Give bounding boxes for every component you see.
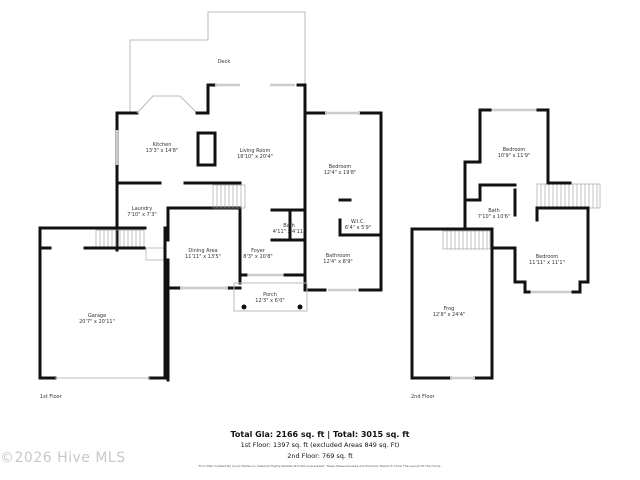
room-name: Porch [263,292,277,298]
room-size: 7'10" x 7'3" [127,212,156,218]
floor-label: 2nd Floor [411,394,435,400]
porch-column [241,304,247,310]
room-name: Garage [88,313,106,319]
room-size: 7'10" x 10'6" [478,214,511,220]
room-name: Laundry [132,206,152,212]
room-name: Frog [444,306,455,312]
first-floor-walls [38,83,383,382]
room-name: Foyer [251,248,266,254]
total-area: Total Gla: 2166 sq. ft | Total: 3015 sq.… [230,430,410,439]
room-name: Kitchen [153,142,172,148]
watermark: ©2026 Hive MLS [0,450,126,466]
stairs [95,183,601,261]
room-size: 12'4" x 8'9" [323,259,352,265]
room-name: Bedroom [503,147,526,153]
room-size: 12'4" x 19'8" [324,170,357,176]
deck-outline [129,11,306,113]
room-size: 10'9" x 11'9" [498,153,531,159]
room-name: Bedroom [329,164,352,170]
porch-column [297,304,303,310]
room-size: 12'8" x 24'4" [433,312,466,318]
room-labels: Deck Kitchen 13'3" x 14'8" Living Room 1… [40,59,565,400]
room-name: Deck [218,59,231,65]
room-size: 11'11" x 11'1" [529,260,565,266]
porch-outline [233,282,308,312]
disclaimer: Floor Plan Created By Cyrus Media Co. De… [198,464,442,468]
room-name: Bedroom [536,254,559,260]
room-size: 20'7" x 20'11" [79,319,115,325]
room-name: Living Room [240,148,271,154]
garage-walls [38,226,167,380]
floor-label: 1st Floor [40,394,63,400]
room-size: 4'11" x 4'11" [273,229,306,235]
room-size: 18'10" x 20'4" [237,154,273,160]
room-size: 8'3" x 10'8" [243,254,272,260]
room-size: 6'4" x 5'9" [345,225,371,231]
room-name: Bath [488,208,500,214]
second-floor-walls [410,108,590,380]
room-name: Bath [283,223,295,229]
room-name: W.I.C. [351,219,366,225]
room-size: 11'11" x 13'5" [185,254,221,260]
room-name: Bathroom [326,253,351,259]
second-floor-area: 2nd Floor: 769 sq. ft [287,452,353,460]
room-name: Dining Area [188,248,217,254]
room-size: 12'3" x 6'0" [255,298,284,304]
room-size: 13'3" x 14'8" [146,148,179,154]
first-floor-area: 1st Floor: 1397 sq. ft (excluded Areas 8… [240,441,400,449]
